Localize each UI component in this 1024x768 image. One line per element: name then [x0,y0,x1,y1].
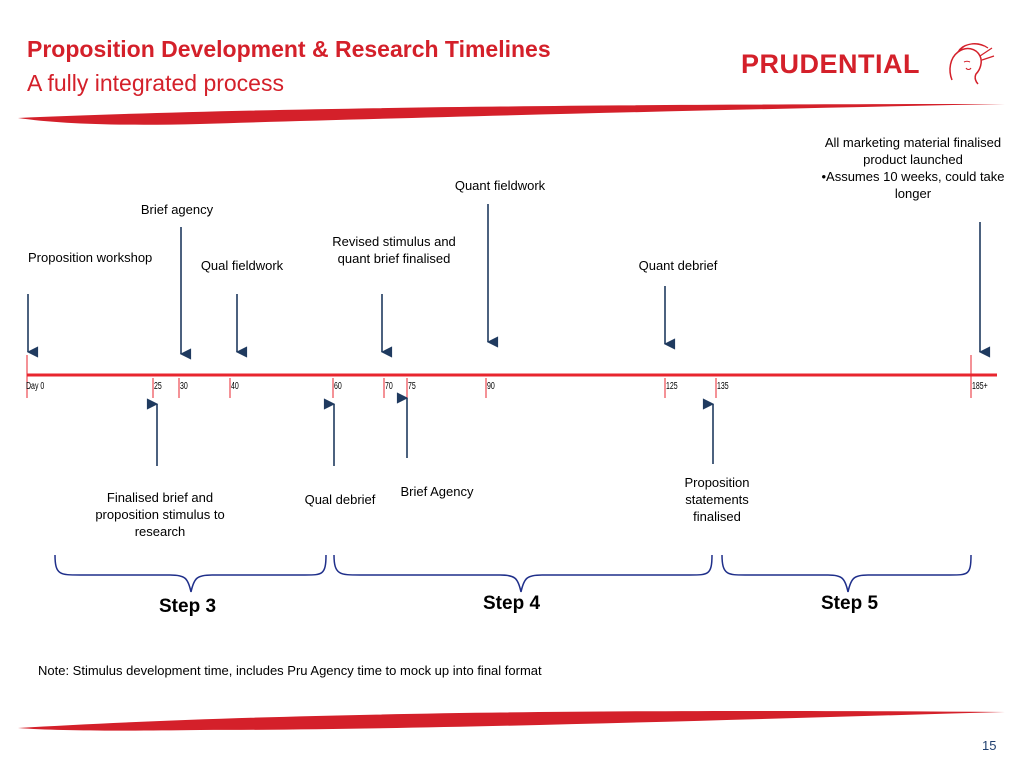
tick-label: 70 [385,381,393,392]
event-label-marketing: All marketing material finalised product… [806,134,1020,202]
event-label-line: longer [894,186,932,201]
prudence-head-logo-icon [949,43,995,85]
event-label: Brief agency [140,202,214,217]
event-label: Finalised brief and proposition stimulus… [95,490,225,539]
event-label-line: All marketing material finalised [824,135,1002,150]
event-label: Qual debrief [304,492,376,507]
prudential-logo-text: PRUDENTIAL [741,49,920,79]
page-title: Proposition Development & Research Timel… [27,36,551,62]
step-4-label: Step 4 [483,593,541,614]
footnote: Note: Stimulus development time, include… [38,663,542,678]
tick-label: 75 [408,381,416,392]
event-label: Qual fieldwork [200,258,284,273]
tick-label: 125 [666,381,678,392]
event-label: Brief Agency [400,484,474,499]
page-subtitle: A fully integrated process [27,70,284,96]
tick-label: 40 [231,381,239,392]
tick-label: 90 [487,381,495,392]
tick-label: Day 0 [26,381,45,392]
tick-label: 60 [334,381,342,392]
event-label-line: •Assumes 10 weeks, could take [821,169,1005,184]
event-label: Proposition statements finalised [684,475,750,524]
step-5-label: Step 5 [821,593,879,614]
page-number: 15 [982,738,997,753]
event-label-line: product launched [863,152,963,167]
timeline-tick-marks [26,355,972,398]
tick-label: 185+ [972,381,988,392]
step-3-label: Step 3 [159,596,217,617]
event-label: Proposition workshop [28,250,153,265]
event-label: Quant fieldwork [454,178,546,193]
brace-step-3 [54,554,327,593]
tick-label: 30 [180,381,188,392]
tick-label: 135 [717,381,729,392]
brace-step-4 [333,554,713,593]
event-label: Revised stimulus and quant brief finalis… [332,234,456,266]
event-label: Quant debrief [638,258,718,273]
tick-label: 25 [154,381,162,392]
brace-step-5 [721,554,972,593]
